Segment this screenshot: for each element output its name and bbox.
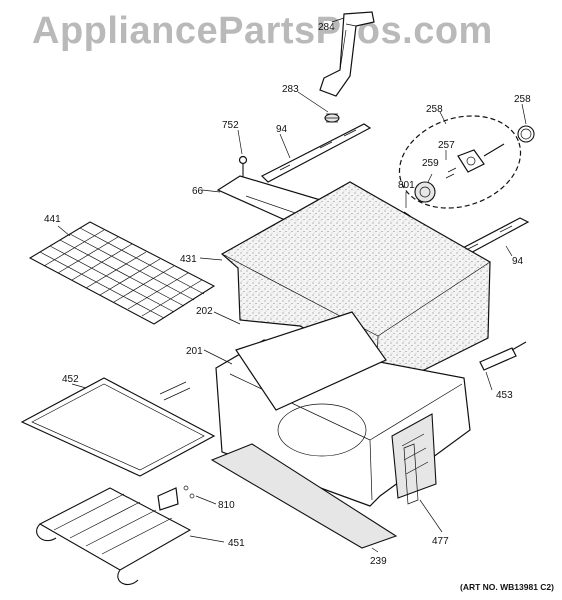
callout-752: 752: [222, 120, 239, 131]
callout-94-upper: 94: [276, 124, 288, 135]
part-tray-452: [20, 377, 216, 477]
callout-94-right: 94: [512, 256, 524, 267]
callout-284: 284: [318, 22, 335, 33]
leader-lines: [57, 17, 527, 553]
callout-239: 239: [370, 556, 387, 567]
callout-801: 801: [398, 180, 415, 191]
callout-453: 453: [496, 390, 513, 401]
callout-810: 810: [218, 500, 235, 511]
callout-441: 441: [44, 214, 61, 225]
part-broil-element-451: [36, 487, 192, 585]
callout-258-ring: 258: [514, 94, 531, 105]
callout-283: 283: [282, 84, 299, 95]
part-rack-441: [28, 221, 216, 325]
part-gear-283: [324, 113, 340, 123]
part-rail-94-left: [260, 123, 372, 183]
callout-431: 431: [180, 254, 197, 265]
part-ring-258: [517, 125, 535, 143]
watermark: AppliancePartsPros.com: [32, 10, 493, 52]
callout-451: 451: [228, 538, 245, 549]
part-screw-752: [238, 155, 248, 178]
callout-477: 477: [432, 536, 449, 547]
callout-258: 258: [426, 104, 443, 115]
callout-259: 259: [422, 158, 439, 169]
part-bracket-453: [479, 341, 527, 371]
callout-257: 257: [438, 140, 455, 151]
art-number: (ART NO. WB13981 C2): [460, 582, 554, 592]
part-bottom-panel-239: [210, 443, 398, 549]
callout-452: 452: [62, 374, 79, 385]
callout-labels: 284 283 258 258 752 94 257 259 66 801 44…: [44, 22, 531, 567]
part-hinge-477: [403, 443, 419, 505]
part-control-assembly-258: [398, 115, 522, 209]
callout-201: 201: [186, 346, 203, 357]
part-clips-810: [157, 485, 195, 511]
part-handle-284: [319, 11, 375, 97]
callout-202: 202: [196, 306, 213, 317]
callout-66: 66: [192, 186, 204, 197]
